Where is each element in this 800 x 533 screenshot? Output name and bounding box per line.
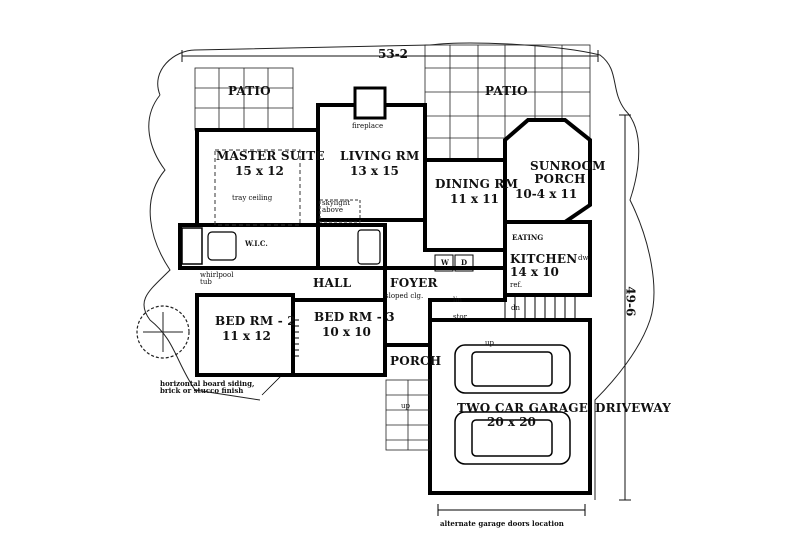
- compass: [136, 305, 190, 359]
- porch-label: PORCH: [390, 354, 442, 368]
- down-label: dn: [511, 304, 520, 312]
- siding-note: horizontal board siding, brick or stucco…: [160, 379, 255, 396]
- front-walk: [385, 379, 431, 451]
- whirlpool-tub: [181, 227, 203, 265]
- up-label-porch: up: [401, 402, 410, 410]
- skylight-note: skylight above: [322, 199, 351, 215]
- patio-right-label: PATIO: [485, 84, 528, 98]
- master-suite-name: MASTER SUITE: [216, 149, 325, 163]
- dishwasher-label: dw: [578, 254, 589, 262]
- garage-size: 20 x 20: [487, 415, 536, 429]
- storage-label: stor.: [453, 313, 469, 321]
- bedroom-2-size: 11 x 12: [222, 329, 271, 343]
- living-room-name: LIVING RM: [340, 149, 420, 163]
- whirlpool-note: whirlpool tub: [200, 271, 234, 287]
- closet-bed3: [291, 319, 299, 357]
- up-label-garage: up: [485, 339, 494, 347]
- dining-room-name: DINING RM: [435, 177, 519, 191]
- sloped-ceiling-note: sloped clg.: [385, 292, 424, 300]
- fireplace: [353, 86, 387, 120]
- kitchen-name: KITCHEN: [510, 252, 578, 266]
- siding-leader: [261, 374, 283, 396]
- linen-label: lin: [453, 296, 462, 304]
- sunroom-size: 10-4 x 11: [515, 187, 578, 201]
- driveway-label: DRIVEWAY: [595, 401, 672, 415]
- tray-ceiling-note: tray ceiling: [232, 194, 273, 202]
- fireplace-note: fireplace: [352, 122, 384, 130]
- bedroom-2-name: BED RM - 2: [215, 314, 296, 328]
- master-suite-size: 15 x 12: [235, 164, 284, 178]
- patio-left-label: PATIO: [228, 84, 271, 98]
- cars: [454, 344, 571, 465]
- kitchen-size: 14 x 10: [510, 265, 559, 279]
- garage-doors-note: alternate garage doors location: [440, 519, 564, 528]
- walls: [178, 103, 592, 495]
- foyer-label: FOYER: [390, 276, 438, 290]
- sunroom-name: SUNROOM PORCH: [530, 159, 606, 186]
- bedroom-3-size: 10 x 10: [322, 325, 371, 339]
- bedroom-3-name: BED RM - 3: [314, 310, 395, 324]
- dining-room-size: 11 x 11: [450, 192, 499, 206]
- washer-label: W: [441, 258, 449, 267]
- skylight: [319, 199, 361, 223]
- tray-ceiling: [214, 149, 301, 226]
- garage-steps: [504, 295, 576, 321]
- overall-depth-label: 49-6: [623, 286, 638, 317]
- dryer-label: D: [461, 258, 468, 267]
- eating-label: EATING: [512, 233, 544, 242]
- living-room-size: 13 x 15: [350, 164, 399, 178]
- wic-label: W.I.C.: [245, 239, 268, 248]
- ref-label: ref.: [510, 281, 523, 289]
- garage-name: TWO CAR GARAGE: [457, 401, 589, 415]
- hall-label: HALL: [313, 276, 352, 290]
- patio-left-grid: [194, 67, 294, 131]
- overall-width-label: 53-2: [378, 47, 409, 61]
